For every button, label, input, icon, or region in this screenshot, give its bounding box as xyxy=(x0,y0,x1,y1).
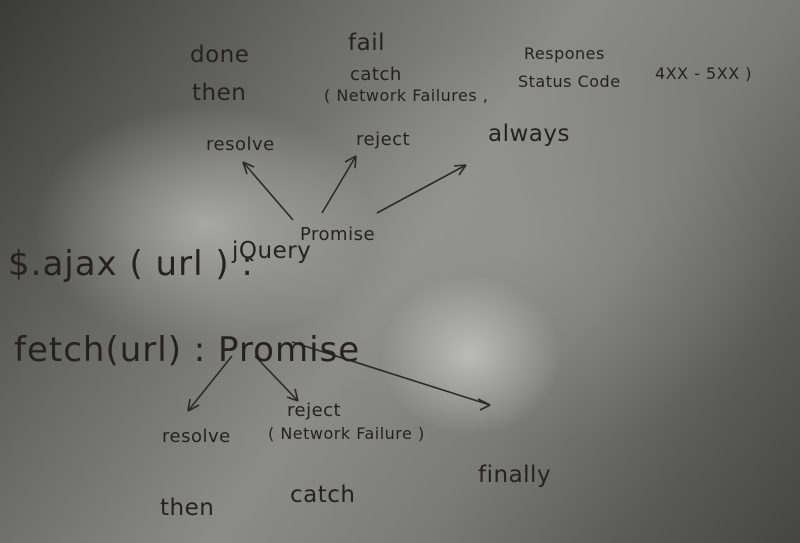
label-ajax-promise: Promise xyxy=(300,224,376,245)
label-done: done xyxy=(190,42,250,68)
arrow-to-resolve xyxy=(242,161,294,221)
arrow-to-fetch-resolve xyxy=(187,355,233,412)
label-status-code: Status Code xyxy=(518,72,621,91)
label-always: always xyxy=(488,121,570,147)
label-finally: finally xyxy=(478,462,552,488)
label-status-range: 4XX - 5XX ) xyxy=(655,64,752,83)
label-fetch-expression: fetch(url) : Promise xyxy=(14,330,361,370)
label-network-failure: ( Network Failure ) xyxy=(268,424,425,443)
label-then: then xyxy=(192,80,247,106)
label-resolve: resolve xyxy=(206,134,275,155)
arrow-to-reject xyxy=(321,155,357,214)
label-fetch-resolve: resolve xyxy=(162,426,231,447)
label-fetch-then: then xyxy=(160,495,215,521)
label-fetch-reject: reject xyxy=(287,400,342,421)
arrow-to-finally xyxy=(291,341,491,411)
label-fail: fail xyxy=(348,30,385,56)
label-network-failures: ( Network Failures , xyxy=(324,86,489,105)
arrow-to-always xyxy=(376,164,467,214)
label-catch: catch xyxy=(350,64,402,85)
arrow-to-fetch-reject xyxy=(254,355,299,402)
label-responses: Respones xyxy=(524,44,605,63)
label-ajax-expression: $.ajax ( url ) : xyxy=(8,244,254,284)
label-jquery: jQuery xyxy=(232,238,312,264)
label-fetch-catch: catch xyxy=(290,482,356,508)
label-reject: reject xyxy=(356,129,411,150)
